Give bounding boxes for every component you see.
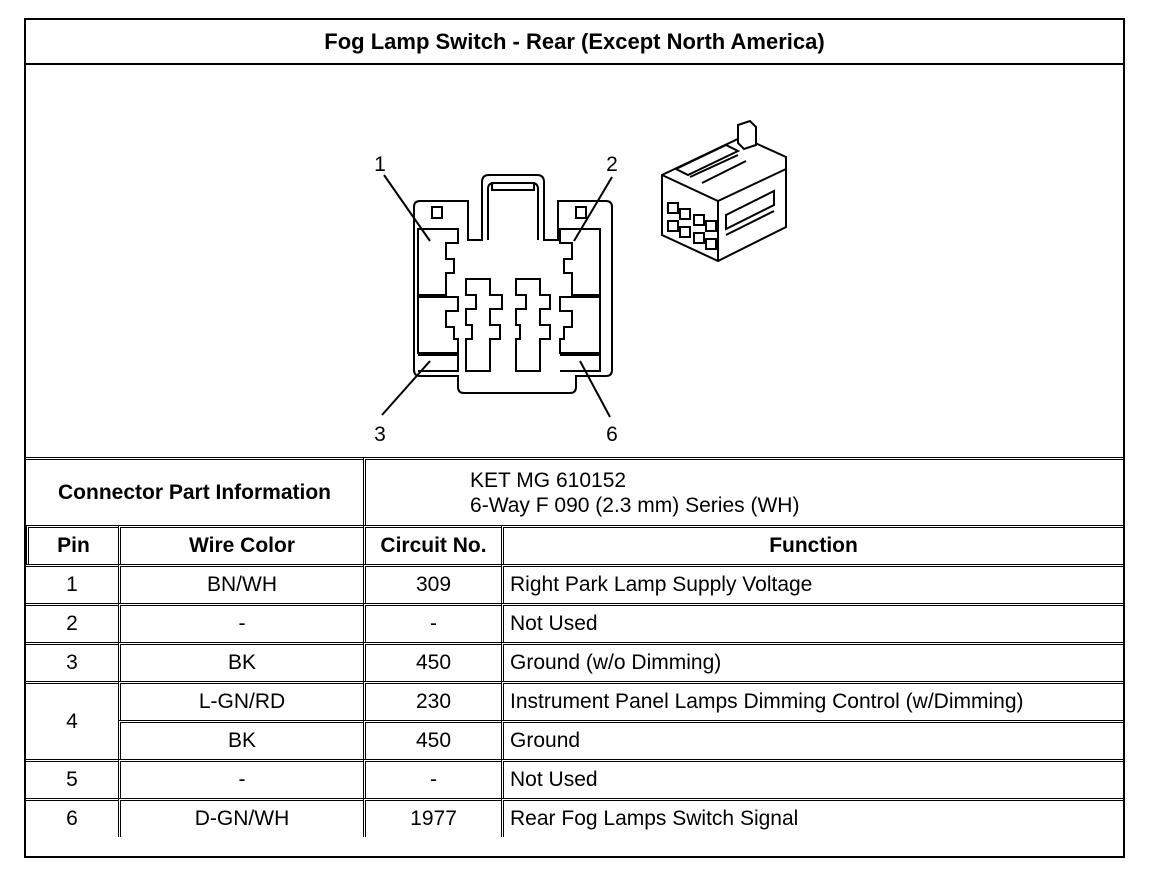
table-row: 3 BK 450 Ground (w/o Dimming) (26, 642, 1124, 681)
function-cell: Not Used (501, 603, 1124, 642)
function-cell: Rear Fog Lamps Switch Signal (501, 798, 1124, 837)
function-cell: Right Park Lamp Supply Voltage (501, 564, 1124, 603)
table-row: 5 - - Not Used (26, 759, 1124, 798)
wire-color-cell: BK (118, 720, 364, 759)
pin-label-3: 3 (374, 423, 386, 446)
latch-inner (487, 182, 539, 240)
circuit-cell: - (363, 603, 502, 642)
cavity-lower-right (560, 354, 601, 372)
pin-cell: 2 (26, 603, 118, 642)
pin-label-6: 6 (606, 423, 618, 446)
cavity-4 (465, 278, 503, 372)
key-notch-left (431, 206, 443, 219)
cavity-2 (559, 228, 601, 296)
pin-cell: 1 (26, 564, 118, 603)
key-notch-right (575, 206, 587, 219)
wire-color-cell: L-GN/RD (118, 681, 364, 720)
part-series: 6-Way F 090 (2.3 mm) Series (WH) (470, 493, 800, 517)
cavity-5 (515, 278, 551, 372)
table-row: BK 450 Ground (26, 720, 1124, 759)
cavity-6 (559, 296, 601, 354)
circuit-cell: 1977 (363, 798, 502, 837)
circuit-cell: 309 (363, 564, 502, 603)
function-cell: Ground (w/o Dimming) (501, 642, 1124, 681)
cavity-3 (417, 296, 459, 354)
wire-color-cell: BK (118, 642, 364, 681)
connector-diagram: 1 2 3 6 (26, 65, 1123, 459)
wire-color-cell: - (118, 603, 364, 642)
table-row: 4 L-GN/RD 230 Instrument Panel Lamps Dim… (26, 681, 1124, 733)
header-circuit-no: Circuit No. (363, 525, 502, 564)
circuit-cell: 450 (363, 720, 502, 759)
pin-label-1: 1 (374, 153, 386, 176)
connector-outline (413, 174, 613, 394)
header-wire-color: Wire Color (118, 525, 364, 564)
wire-color-cell: D-GN/WH (118, 798, 364, 837)
part-number: KET MG 610152 (470, 468, 627, 492)
function-cell: Not Used (501, 759, 1124, 798)
table-row: 2 - - Not Used (26, 603, 1124, 642)
pin-cell: 3 (26, 642, 118, 681)
pin-cell: 4 (26, 681, 118, 759)
connector-part-info-value: KET MG 610152 6-Way F 090 (2.3 mm) Serie… (363, 457, 1124, 525)
circuit-cell: - (363, 759, 502, 798)
connector-isometric-illustration (661, 119, 787, 263)
table-row: 1 BN/WH 309 Right Park Lamp Supply Volta… (26, 564, 1124, 603)
cavity-lower-left (418, 354, 459, 372)
connector-part-info-label: Connector Part Information (26, 457, 364, 525)
function-cell: Instrument Panel Lamps Dimming Control (… (501, 681, 1124, 720)
latch-bar (491, 182, 535, 191)
header-function: Function (501, 525, 1124, 564)
connector-face-view: 1 2 3 6 (374, 119, 787, 446)
leader-line-pin-1 (383, 174, 431, 242)
leader-line-pin-6 (579, 360, 611, 418)
leader-line-pin-2 (573, 176, 613, 242)
pinout-table: Connector Part Information KET MG 610152… (26, 457, 1124, 837)
document-title: Fog Lamp Switch - Rear (Except North Ame… (26, 20, 1123, 65)
function-cell: Ground (501, 720, 1124, 759)
connector-document: Fog Lamp Switch - Rear (Except North Ame… (24, 18, 1125, 858)
pin-cell: 6 (26, 798, 118, 837)
leader-line-pin-3 (381, 360, 431, 416)
pin-cell: 5 (26, 759, 118, 798)
circuit-cell: 450 (363, 642, 502, 681)
circuit-cell: 230 (363, 681, 502, 720)
wire-color-cell: BN/WH (118, 564, 364, 603)
header-pin: Pin (26, 525, 118, 564)
pin-label-2: 2 (606, 153, 618, 176)
table-row: 6 D-GN/WH 1977 Rear Fog Lamps Switch Sig… (26, 798, 1124, 837)
cavity-1 (417, 228, 459, 296)
wire-color-cell: - (118, 759, 364, 798)
